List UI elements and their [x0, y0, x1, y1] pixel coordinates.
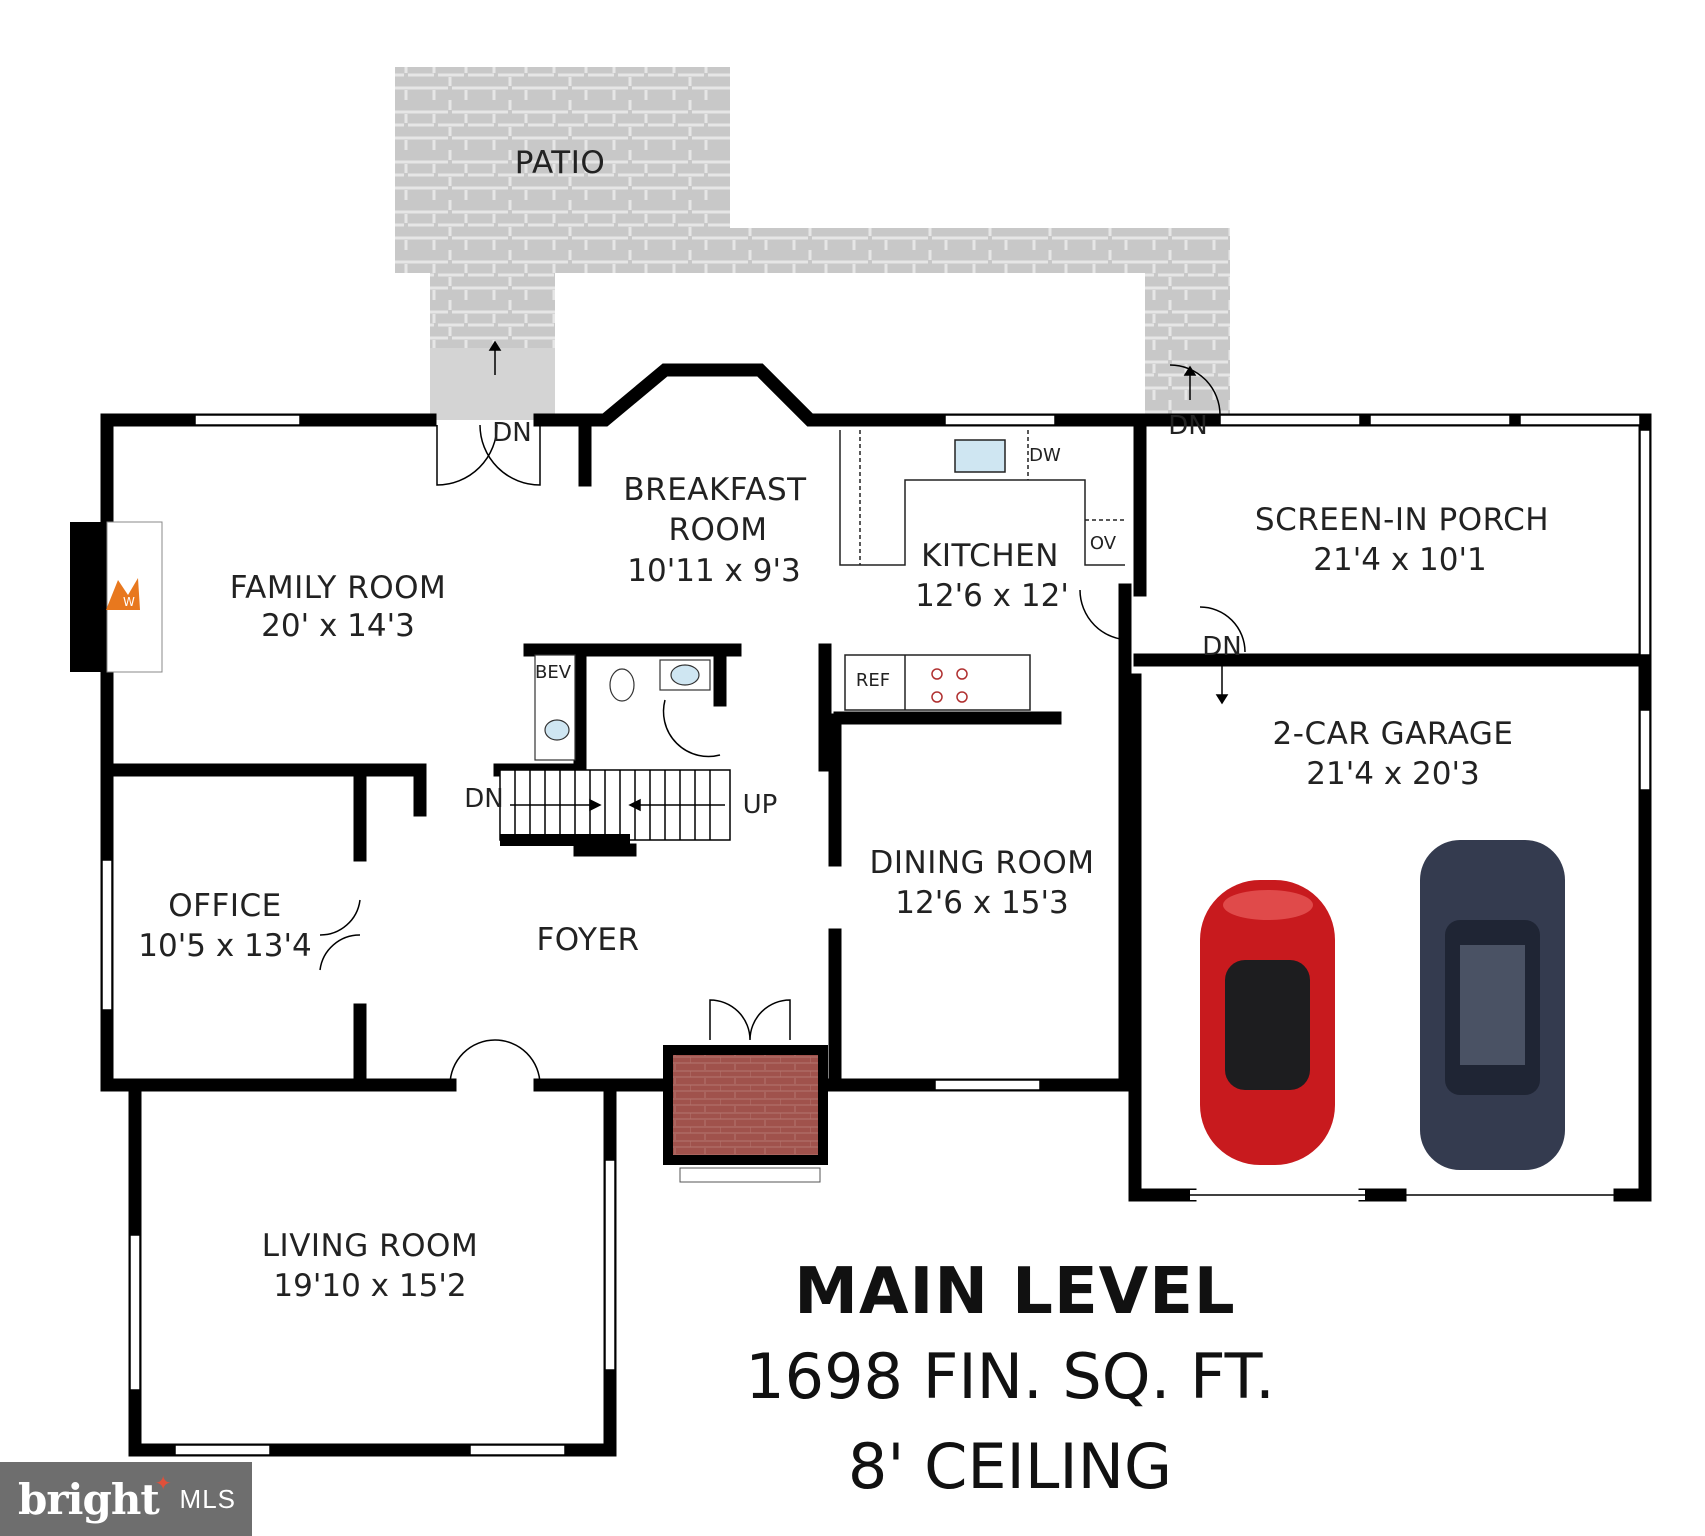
windows [101, 414, 1651, 1456]
logo-text: bright [18, 1474, 160, 1524]
room-dim-kitchen: 12'6 x 12' [915, 578, 1069, 614]
doors [319, 364, 1246, 1086]
logo-suffix: MLS [179, 1483, 236, 1514]
arrows [488, 340, 1229, 705]
finished-area: 1698 FIN. SQ. FT. [745, 1340, 1275, 1413]
svg-text:W: W [123, 595, 135, 609]
room-label-screen-in-porch: SCREEN-IN PORCH [1254, 502, 1550, 538]
cooktop-burners [931, 668, 968, 703]
garage-door-dn-label: DN [1202, 632, 1242, 662]
room-dim-family-room: 20' x 14'3 [261, 608, 415, 644]
room-label-foyer: FOYER [536, 922, 640, 958]
room-label-kitchen: KITCHEN [921, 538, 1059, 574]
room-dim-dining-room: 12'6 x 15'3 [895, 885, 1069, 921]
logo-accent-icon: ✦ [154, 1472, 172, 1495]
room-label-garage: 2-CAR GARAGE [1272, 716, 1514, 752]
refrigerator-label: REF [855, 670, 891, 691]
room-dim-living-room: 19'10 x 15'2 [273, 1268, 467, 1304]
level-title: MAIN LEVEL [794, 1255, 1236, 1329]
upper-stair-up-label: UP [742, 790, 778, 820]
room-label-family-room: FAMILY ROOM [229, 570, 447, 606]
basement-stair-dn-label: DN [464, 784, 504, 814]
room-dim-breakfast-room: 10'11 x 9'3 [627, 553, 801, 589]
red-car [1200, 880, 1335, 1165]
room-label-breakfast-room-1: BREAKFAST [623, 472, 807, 508]
room-dim-office: 10'5 x 13'4 [138, 928, 312, 964]
kitchen-counters [839, 430, 1125, 711]
room-dim-garage: 21'4 x 20'3 [1306, 756, 1480, 792]
oven-label: OV [1089, 533, 1117, 554]
front-stoop [663, 1045, 828, 1183]
patio-door-dn-label: DN [492, 418, 532, 448]
room-label-office: OFFICE [168, 888, 282, 924]
room-dim-screen-in-porch: 21'4 x 10'1 [1313, 542, 1487, 578]
beverage-label: BEV [534, 662, 572, 683]
staircase [499, 769, 731, 846]
dishwasher-label: DW [1029, 445, 1061, 466]
room-label-breakfast-room-2: ROOM [668, 512, 768, 548]
fireplace: W [70, 521, 163, 673]
room-label-living-room: LIVING ROOM [261, 1228, 479, 1264]
ceiling-height: 8' CEILING [847, 1430, 1173, 1503]
porch-door-dn-label: DN [1168, 411, 1208, 441]
room-label-dining-room: DINING ROOM [869, 845, 1095, 881]
bright-mls-logo: bright ✦ MLS [0, 1462, 252, 1536]
room-label-patio: PATIO [514, 145, 606, 181]
dark-car [1420, 840, 1565, 1170]
bath-fixtures [534, 654, 711, 761]
patio-area [395, 67, 1230, 420]
